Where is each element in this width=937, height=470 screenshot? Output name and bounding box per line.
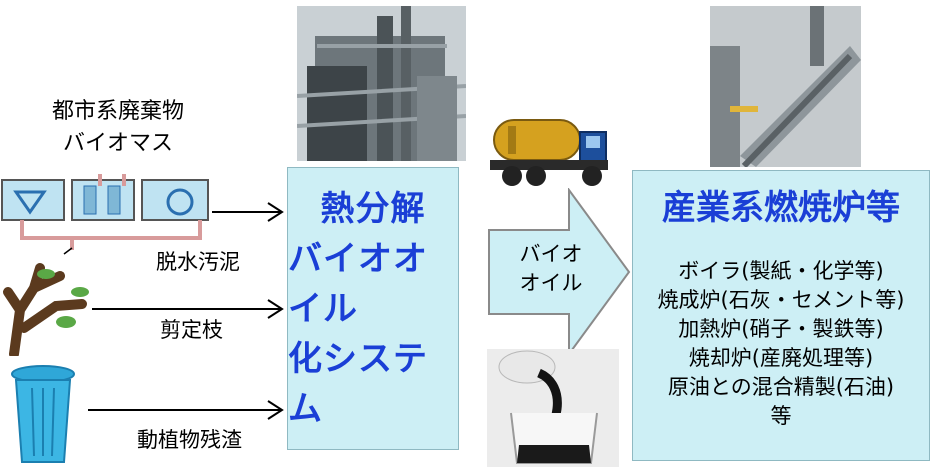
source-title: 都市系廃棄物 バイオマス <box>20 96 216 160</box>
industrial-furnaces-box: 産業系燃焼炉等 ボイラ(製紙・化学等) 焼成炉(石灰・セメント等) 加熱炉(硝子… <box>632 170 930 461</box>
trash-bin-icon <box>11 365 75 463</box>
process-line2: バイオオイル <box>288 238 428 329</box>
bio-oil-photo <box>487 349 619 467</box>
destination-item: 等 <box>770 404 792 428</box>
bio-oil-label: バイオ オイル <box>512 240 590 298</box>
destination-item: 加熱炉(硝子・製鉄等) <box>678 317 884 341</box>
pyrolysis-plant-photo <box>297 6 466 161</box>
bio-oil-label-line1: バイオ <box>519 242 583 266</box>
source-title-line1: 都市系廃棄物 <box>51 99 184 124</box>
bio-oil-label-line2: オイル <box>519 271 583 295</box>
sludge-tank-illustration <box>1 174 209 250</box>
input-label-sludge: 脱水汚泥 <box>156 250 240 274</box>
destination-item: 原油との混合精製(石油) <box>667 375 895 399</box>
tanker-truck-icon <box>490 119 608 186</box>
arrow-residue <box>88 400 284 420</box>
bio-oil-arrow <box>488 188 631 356</box>
rotary-kiln-photo <box>710 6 861 167</box>
destination-item: ボイラ(製紙・化学等) <box>678 259 884 283</box>
arrow-sludge <box>212 202 284 222</box>
input-label-residue: 動植物残渣 <box>137 428 242 452</box>
destination-title: 産業系燃焼炉等 <box>662 188 900 228</box>
source-title-line2: バイオマス <box>62 131 173 156</box>
destination-list: ボイラ(製紙・化学等) 焼成炉(石灰・セメント等) 加熱炉(硝子・製鉄等) 焼却… <box>633 257 929 431</box>
process-line1: 熱分解 <box>320 188 426 229</box>
process-line3: 化システム <box>288 338 428 429</box>
destination-item: 焼却炉(産廃処理等) <box>688 346 874 370</box>
pyrolysis-system-box: 熱分解 バイオオイル 化システム <box>287 167 459 450</box>
branch-illustration <box>3 263 89 356</box>
arrow-branches <box>92 299 284 319</box>
destination-item: 焼成炉(石灰・セメント等) <box>657 288 905 312</box>
input-label-branches: 剪定枝 <box>160 318 223 342</box>
